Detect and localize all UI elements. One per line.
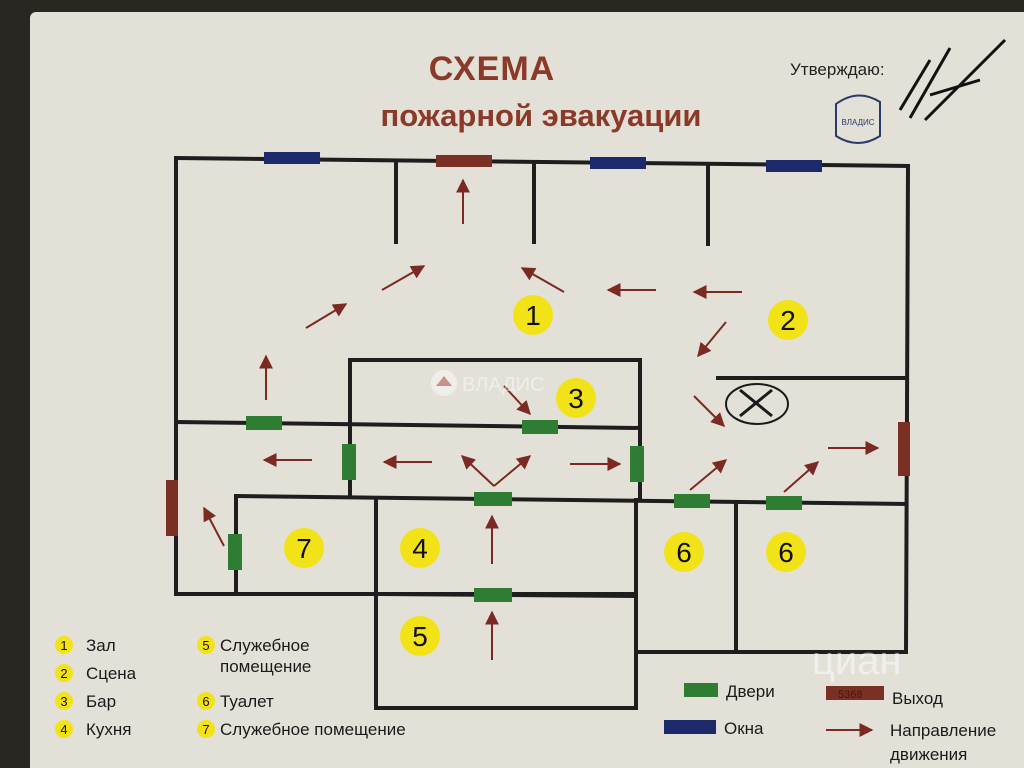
door — [630, 446, 644, 482]
direction-arrow — [783, 461, 820, 493]
svg-text:Направление: Направление — [890, 721, 996, 740]
svg-text:4: 4 — [412, 533, 428, 564]
vladis-watermark: ВЛАДИС — [431, 370, 545, 396]
legend-room-5: 5 Служебное помещение — [197, 636, 311, 676]
legend-room-2: 2 Сцена — [55, 664, 137, 683]
direction-arrow — [305, 303, 348, 329]
svg-text:Бар: Бар — [86, 692, 116, 711]
door — [474, 492, 512, 506]
room-badge-4: 4 — [400, 528, 440, 568]
blocked-marker — [725, 383, 789, 425]
svg-text:Сцена: Сцена — [86, 664, 137, 683]
svg-text:5: 5 — [412, 621, 428, 652]
direction-arrow — [503, 385, 531, 416]
svg-text:движения: движения — [890, 745, 967, 764]
svg-text:2: 2 — [780, 305, 796, 336]
svg-text:Зал: Зал — [86, 636, 116, 655]
room-badge-3: 3 — [556, 378, 596, 418]
svg-text:3: 3 — [60, 694, 67, 709]
svg-text:ВЛАДИС: ВЛАДИС — [462, 374, 545, 396]
svg-text:Кухня: Кухня — [86, 720, 132, 739]
svg-text:5368: 5368 — [838, 689, 862, 701]
windows — [264, 152, 822, 172]
exit — [166, 480, 178, 536]
direction-arrow — [381, 265, 426, 291]
door — [474, 588, 512, 602]
legend-room-4: 4 Кухня — [55, 720, 132, 739]
door — [766, 496, 802, 510]
legend-doors: Двери — [684, 682, 775, 701]
window — [590, 157, 646, 169]
legend-room-3: 3 Бар — [55, 692, 116, 711]
plan-subtitle: пожарной эвакуации — [380, 98, 702, 133]
room-badge-7: 7 — [284, 528, 324, 568]
svg-text:1: 1 — [60, 638, 67, 653]
direction-arrow — [689, 459, 728, 491]
svg-text:Окна: Окна — [724, 719, 764, 738]
room-badge-5: 5 — [400, 616, 440, 656]
svg-text:6: 6 — [778, 537, 794, 568]
svg-text:6: 6 — [676, 537, 692, 568]
window — [264, 152, 320, 164]
svg-text:6: 6 — [202, 694, 209, 709]
door — [246, 416, 282, 430]
svg-text:Двери: Двери — [726, 682, 775, 701]
legend-room-7: 7 Служебное помещение — [197, 720, 406, 739]
plan-title: СХЕМА — [428, 50, 556, 88]
legend-room-6: 6 Туалет — [197, 692, 274, 711]
room-badge-6a: 6 — [664, 532, 704, 572]
room-badges: 1 2 3 7 4 6 6 5 — [284, 295, 808, 656]
svg-text:2: 2 — [60, 666, 67, 681]
approval-label: Утверждаю: — [790, 60, 885, 79]
direction-arrow — [203, 506, 225, 547]
door — [342, 444, 356, 480]
stamp-text: ВЛАДИС — [841, 118, 874, 127]
svg-text:Служебное: Служебное — [220, 636, 310, 655]
legend-exit: 5368 Выход — [826, 686, 943, 708]
direction-arrow — [520, 267, 565, 293]
doors — [228, 416, 802, 602]
exit — [898, 422, 910, 476]
exit — [436, 155, 492, 167]
window — [766, 160, 822, 172]
direction-arrow — [460, 455, 495, 487]
door — [522, 420, 558, 434]
svg-text:3: 3 — [568, 383, 584, 414]
door — [228, 534, 242, 570]
direction-arrow — [493, 455, 532, 487]
direction-arrows — [203, 178, 880, 660]
direction-arrow — [693, 395, 725, 427]
room-badge-6b: 6 — [766, 532, 806, 572]
svg-text:Выход: Выход — [892, 689, 943, 708]
evacuation-plan-board — [30, 12, 1024, 768]
legend-room-1: 1 Зал — [55, 636, 116, 655]
room-legend: 1 Зал 2 Сцена 3 Бар 4 Кухня 5 Служебное помещ… — [55, 636, 406, 739]
room-badge-2: 2 — [768, 300, 808, 340]
approval-stamp: ВЛАДИС — [835, 94, 881, 144]
exits — [166, 155, 910, 536]
svg-text:помещение: помещение — [220, 657, 311, 676]
svg-text:1: 1 — [525, 300, 541, 331]
door — [674, 494, 710, 508]
svg-text:Служебное помещение: Служебное помещение — [220, 720, 406, 739]
svg-text:Туалет: Туалет — [220, 692, 274, 711]
svg-text:7: 7 — [202, 722, 209, 737]
svg-text:7: 7 — [296, 533, 312, 564]
legend-windows: Окна — [664, 719, 764, 738]
room-badge-1: 1 — [513, 295, 553, 335]
svg-text:циан: циан — [812, 639, 902, 683]
svg-text:5: 5 — [202, 638, 209, 653]
legend-direction: Направление движения — [826, 721, 996, 764]
signature — [898, 38, 1007, 122]
cian-watermark: циан — [812, 639, 902, 683]
symbol-legend: Двери 5368 Выход Окна Направление движения — [664, 682, 996, 764]
svg-text:4: 4 — [60, 722, 67, 737]
direction-arrow — [697, 321, 727, 358]
